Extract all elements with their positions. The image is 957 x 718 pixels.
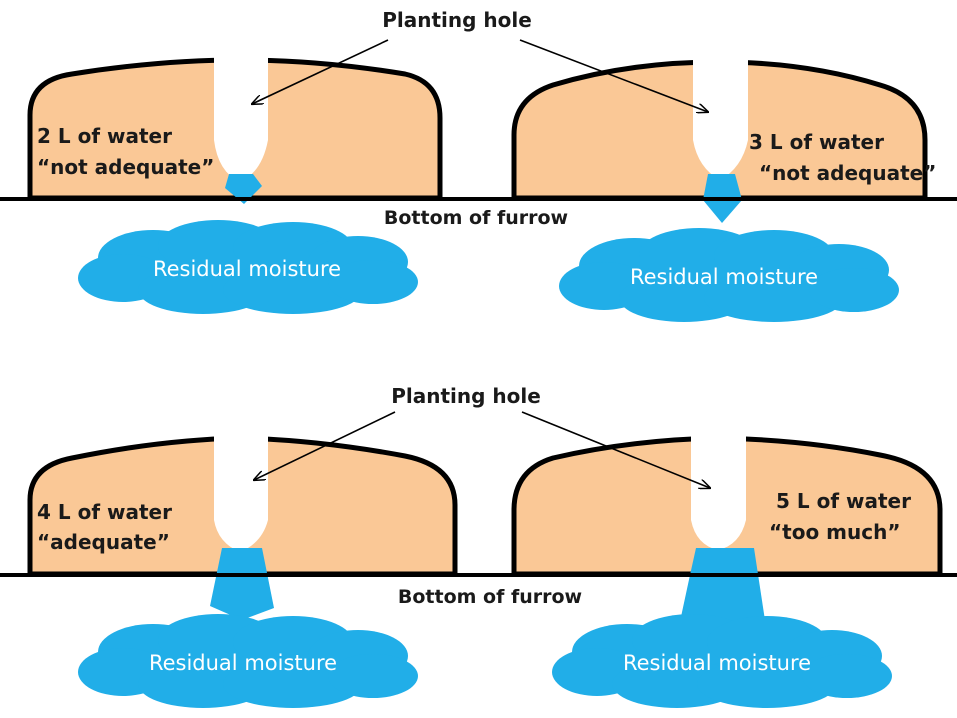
water-amount-label: 2 L of water [37,124,172,148]
water-column-left [210,548,274,620]
furrow-label: Bottom of furrow [384,207,568,229]
residual-moisture-label: Residual moisture [623,651,811,675]
residual-moisture-label: Residual moisture [153,257,341,281]
planting-hole-right [691,432,746,550]
pointer-arrow-right [519,39,708,112]
planting-hole-right [693,55,748,180]
residual-moisture-label: Residual moisture [149,651,337,675]
planting-hole-label: Planting hole [391,384,541,408]
pointer-arrow-right [521,411,710,488]
top-panel: Planting hole 2 L of water “not adequate… [0,8,957,322]
pointer-arrow-left [252,39,389,104]
planting-hole-left [214,432,268,552]
planting-hole-label: Planting hole [382,8,532,32]
assessment-label: “not adequate” [759,161,936,185]
water-column-left [225,174,262,204]
water-amount-label: 4 L of water [37,500,172,524]
assessment-label: “adequate” [37,530,170,554]
bottom-panel: Planting hole 4 L of water “adequate” 5 … [0,384,957,708]
water-amount-label: 5 L of water [776,489,911,513]
planting-hole-left [214,55,268,182]
assessment-label: “too much” [769,520,900,544]
water-amount-label: 3 L of water [749,130,884,154]
residual-moisture-label: Residual moisture [630,265,818,289]
pointer-arrow-left [254,411,396,480]
assessment-label: “not adequate” [37,155,214,179]
furrow-label: Bottom of furrow [398,586,582,608]
